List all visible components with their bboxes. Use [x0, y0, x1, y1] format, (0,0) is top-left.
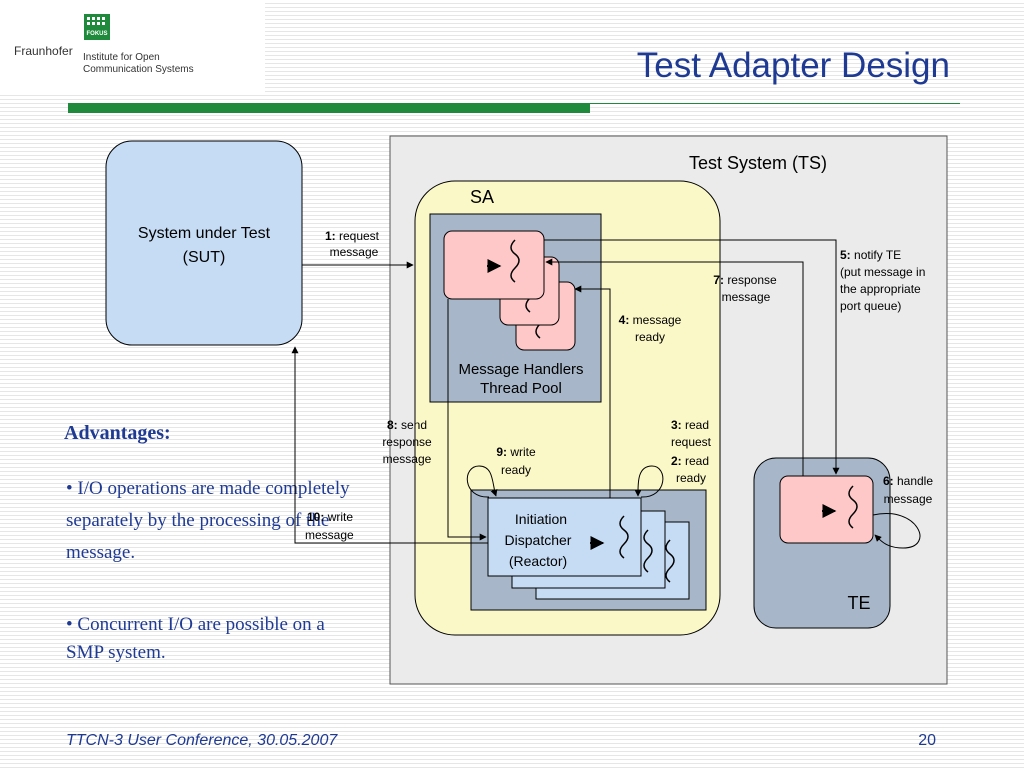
step-5-label: 5: notify TE [840, 248, 901, 262]
sa-label: SA [470, 187, 494, 207]
step-9-label-2: ready [501, 463, 531, 477]
dispatcher-label-2: Dispatcher [505, 532, 572, 548]
step-4-label-2: ready [635, 330, 665, 344]
handler-card-1 [443, 230, 545, 300]
te-label: TE [847, 593, 870, 613]
step-1-label: 1: request [325, 229, 380, 243]
institute-line-2: Communication Systems [83, 64, 194, 75]
step-3-label-2: request [671, 435, 712, 449]
advantage-bullet-1: • I/O operations are made completely sep… [66, 478, 350, 563]
sut-box [105, 140, 303, 346]
step-9-label: 9: write [496, 445, 536, 459]
footer-conference: TTCN-3 User Conference, 30.05.2007 [66, 732, 338, 749]
fokus-badge: FOKUS [86, 31, 108, 37]
test-system-box [389, 135, 948, 685]
dispatcher-label-3: (Reactor) [509, 553, 567, 569]
step-8-label-3: message [383, 452, 432, 466]
handler-card-2 [499, 256, 560, 326]
sut-label-line-2: (SUT) [183, 249, 226, 266]
step-8-label: 8: send [387, 418, 427, 432]
institute-line-1: Institute for Open [83, 52, 160, 63]
arrow-read-ready [634, 465, 664, 498]
step-8-label-2: response [382, 435, 432, 449]
te-box [753, 457, 891, 629]
arrow-write-ready [466, 465, 498, 498]
dispatcher-area-box [470, 489, 707, 611]
arrow-handle-message [872, 513, 921, 549]
step-1-label-2: message [330, 245, 379, 259]
advantages-title: Advantages: [64, 422, 171, 444]
arrow-response-message [545, 258, 804, 476]
thread-pool-label-1: Message Handlers [458, 361, 583, 378]
step-5-label-3: the appropriate [840, 282, 921, 296]
step-6-label-2: message [884, 492, 933, 506]
dispatcher-card-1 [487, 497, 642, 577]
arrow-message-ready [574, 285, 611, 498]
sa-box [414, 180, 721, 636]
title-rule-line [590, 103, 960, 104]
sut-label-line-1: System under Test [138, 225, 271, 242]
step-2-label: 2: read [671, 454, 709, 468]
slide-title: Test Adapter Design [636, 46, 950, 85]
step-6-label: 6: handle [883, 474, 933, 488]
logo-area [0, 0, 265, 95]
step-7-label: 7: response [713, 273, 777, 287]
handler-card-3 [515, 281, 576, 351]
step-3-label: 3: read [671, 418, 709, 432]
brand-name: Fraunhofer [14, 44, 73, 58]
dispatcher-card-2 [511, 510, 666, 589]
thread-pool-box [429, 213, 602, 403]
footer-page-number: 20 [918, 732, 936, 749]
te-handler-card [779, 475, 874, 544]
arrow-notify-te [544, 239, 840, 475]
dispatcher-card-3 [535, 521, 690, 600]
dispatcher-label-1: Initiation [515, 511, 567, 527]
step-5-label-2: (put message in [840, 265, 925, 279]
step-5-label-4: port queue) [840, 299, 901, 313]
step-2-label-2: ready [676, 471, 706, 485]
fraunhofer-logo-icon [84, 14, 110, 40]
arrow-send-response [447, 299, 487, 541]
title-rule-bar [68, 103, 590, 113]
thread-pool-label-2: Thread Pool [480, 380, 562, 397]
advantage-bullet-2: • Concurrent I/O are possible on a SMP s… [66, 614, 325, 663]
step-7-label-2: message [722, 290, 771, 304]
test-system-label: Test System (TS) [689, 153, 827, 173]
step-4-label: 4: message [619, 313, 682, 327]
